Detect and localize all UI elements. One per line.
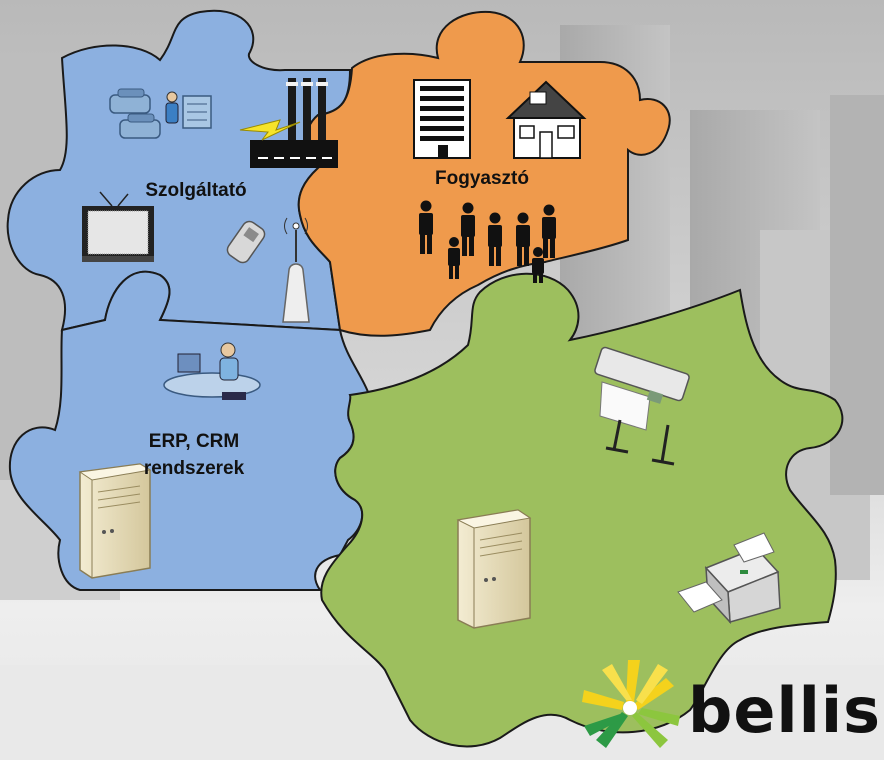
power-plant-icon — [250, 78, 338, 168]
provider-label: Szolgáltató — [145, 180, 246, 201]
printer-icon — [677, 532, 781, 625]
television-icon — [82, 191, 154, 262]
plotter-icon — [594, 346, 690, 466]
apartment-building-icon — [413, 79, 471, 159]
lightning-icon — [239, 119, 301, 141]
mobile-phone-icon — [226, 220, 266, 264]
erp-label-line1: ERP, CRM — [149, 431, 239, 452]
server-icon-2 — [456, 509, 532, 629]
switchboard-icon — [182, 95, 212, 129]
house-icon — [505, 80, 587, 159]
antenna-tower-icon — [282, 217, 310, 323]
consumer-label: Fogyasztó — [435, 168, 529, 189]
puzzle-piece-output — [320, 272, 844, 748]
bellis-logo: bellis — [582, 660, 881, 748]
erp-label-line2: rendszerek — [144, 458, 245, 479]
operator-icon — [165, 91, 179, 124]
logo-sunburst-icon — [582, 660, 680, 748]
telephone-icon — [109, 88, 161, 139]
consumer-piece-shape — [297, 10, 671, 337]
people-icon — [419, 200, 556, 283]
server-icon — [78, 463, 152, 579]
brand-name: bellis — [688, 674, 881, 747]
workstation-icon — [163, 342, 261, 400]
puzzle-piece-consumer — [297, 10, 671, 337]
output-piece-shape — [320, 272, 844, 748]
